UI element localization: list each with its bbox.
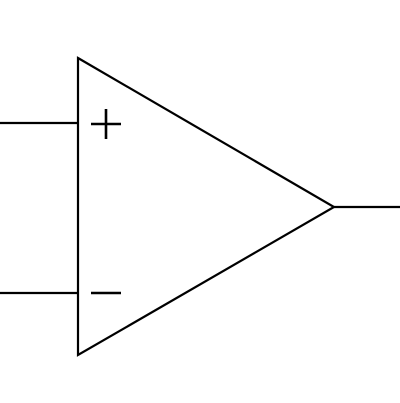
plus-sign-icon — [91, 109, 121, 139]
op-amp-triangle — [76, 56, 337, 357]
